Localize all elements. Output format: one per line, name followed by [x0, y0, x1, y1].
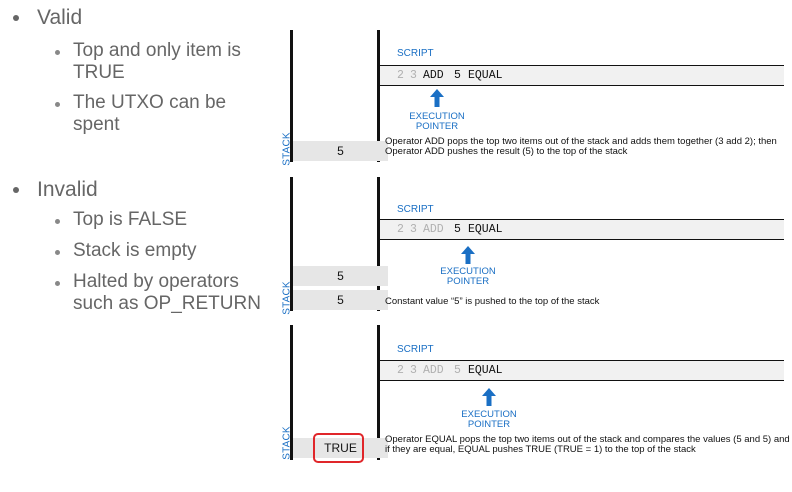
script-label: SCRIPT	[397, 48, 434, 59]
script-wall	[377, 325, 380, 460]
true-highlight	[313, 433, 364, 463]
bullet-invalid: Invalid	[13, 178, 98, 201]
bullet-invalid-item-3: Halted by operators such as OP_RETURN	[55, 271, 268, 315]
script-wall	[377, 30, 380, 162]
bullet-valid-item-1: Top and only item is TRUE	[55, 40, 268, 84]
step-description: Operator ADD pops the top two items out …	[385, 136, 777, 157]
stack-label: STACK	[281, 281, 293, 315]
script-token: 2	[397, 69, 404, 82]
script-token: 3	[410, 364, 417, 377]
execution-pointer-label: EXECUTION POINTER	[461, 409, 517, 430]
execution-pointer-label: EXECUTION POINTER	[409, 111, 465, 132]
script-token: 3	[410, 69, 417, 82]
execution-pointer-arrow-icon	[482, 388, 496, 406]
stack-label: STACK	[281, 132, 293, 166]
execution-pointer-label: EXECUTION POINTER	[440, 266, 496, 287]
bullet-list: Valid Top and only item is TRUE The UTXO…	[0, 0, 270, 492]
script-token: ADD	[423, 223, 444, 236]
bullet-invalid-item-1: Top is FALSE	[55, 209, 268, 231]
stack-wall	[290, 30, 293, 162]
bullet-valid-item-2: The UTXO can be spent	[55, 92, 268, 136]
script-token: 3	[410, 223, 417, 236]
script-token: 2	[397, 364, 404, 377]
script-label: SCRIPT	[397, 344, 434, 355]
script-token: 5	[454, 364, 461, 377]
execution-pointer-arrow-icon	[430, 89, 444, 107]
stack-item: TRUE	[293, 438, 388, 458]
stack-wall	[290, 325, 293, 460]
execution-pointer-arrow-icon	[461, 246, 475, 264]
step-description: Operator EQUAL pops the top two items ou…	[385, 434, 790, 455]
bullet-invalid-item-2: Stack is empty	[55, 240, 268, 262]
stack-item: 5	[293, 266, 388, 286]
script-token: EQUAL	[468, 364, 503, 377]
stack-wall	[290, 177, 293, 311]
step-description: Constant value “5” is pushed to the top …	[385, 296, 600, 307]
stack-item: 5	[293, 141, 388, 161]
script-label: SCRIPT	[397, 204, 434, 215]
script-token: ADD	[423, 364, 444, 377]
stack-label: STACK	[281, 426, 293, 460]
script-token: ADD	[423, 69, 444, 82]
script-token: 5	[454, 223, 461, 236]
bullet-valid: Valid	[12, 6, 83, 29]
script-token: EQUAL	[468, 223, 503, 236]
script-token: EQUAL	[468, 69, 503, 82]
stack-item: 5	[293, 290, 388, 310]
script-wall	[377, 177, 380, 311]
script-token: 2	[397, 223, 404, 236]
script-token: 5	[454, 69, 461, 82]
